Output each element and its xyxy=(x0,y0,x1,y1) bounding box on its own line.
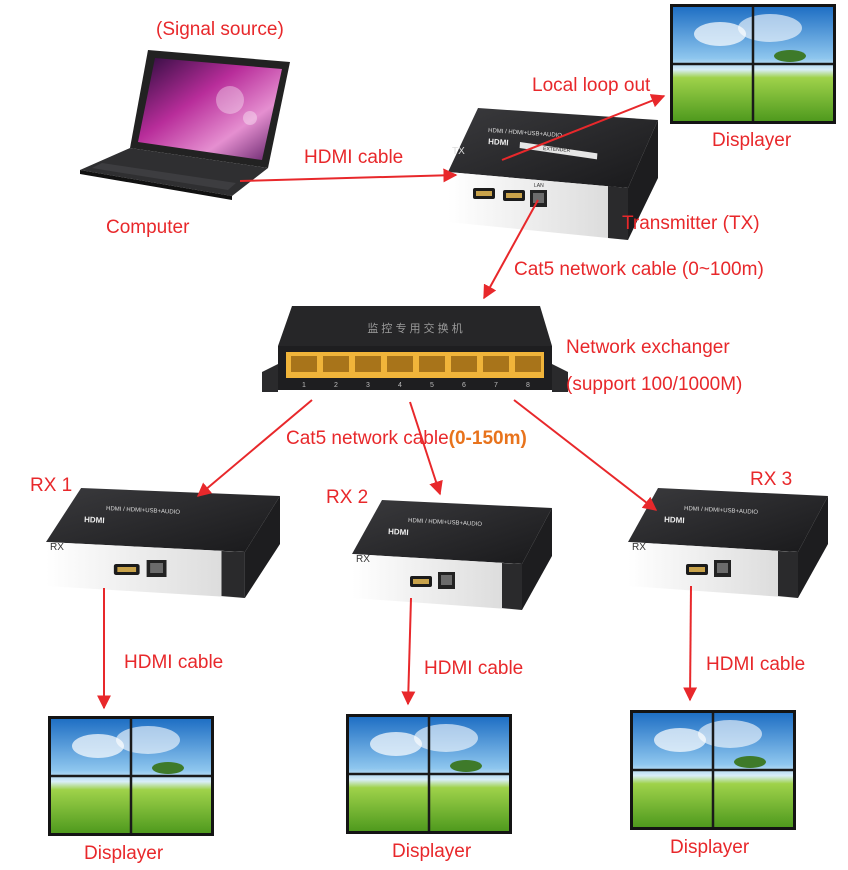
displayer-rx3-label: Displayer xyxy=(670,837,750,858)
cat5-top-label: Cat5 network cable (0~100m) xyxy=(514,259,764,280)
hdmi-cable-rx2-label: HDMI cable xyxy=(424,658,524,679)
rx1-hdmi-logo: HDMI xyxy=(84,515,105,525)
tx-extender-text: EXTENDER xyxy=(543,146,571,154)
rx2-label: RX 2 xyxy=(326,487,369,508)
rx3-hdmi-logo: HDMI xyxy=(664,515,685,525)
signal-source-label: (Signal source) xyxy=(156,19,284,40)
tx-lan-text: LAN xyxy=(534,183,544,189)
hdmi-cable-top-label: HDMI cable xyxy=(304,147,404,168)
network-exchanger-label: Network exchanger xyxy=(566,337,730,358)
switch-port-number: 8 xyxy=(526,382,530,389)
tx-header-text: HDMI / HDMI+USB+AUDIO xyxy=(488,128,563,139)
switch-port-number: 1 xyxy=(302,382,306,389)
displayer-rx2-label: Displayer xyxy=(392,841,472,862)
cat5-bottom-range: (0-150m) xyxy=(448,428,527,449)
receiver-rx3-device: RX HDMI / HDMI+USB+AUDIO HDMI xyxy=(628,488,828,598)
network-switch: 监 控 专 用 交 换 机 1 2 3 4 5 6 7 8 xyxy=(262,306,568,392)
hdmi-cable-rx1-label: HDMI cable xyxy=(124,652,224,673)
switch-label-text: 监 控 专 用 交 换 机 xyxy=(367,321,462,335)
rx2-hdmi-logo: HDMI xyxy=(388,527,409,537)
rx2-header-text: HDMI / HDMI+USB+AUDIO xyxy=(408,518,483,528)
rx3-badge-text: RX xyxy=(632,542,646,553)
arrow-switch-to-rx1 xyxy=(196,399,313,497)
rx1-label: RX 1 xyxy=(30,475,73,496)
cat5-bottom-label: Cat5 network cable(0-150m) xyxy=(286,429,527,448)
local-loop-out-label: Local loop out xyxy=(532,75,651,96)
hdmi-cable-rx3-label: HDMI cable xyxy=(706,654,806,675)
switch-port-number: 2 xyxy=(334,382,338,389)
transmitter-label: Transmitter (TX) xyxy=(622,213,760,234)
rx2-badge-text: RX xyxy=(356,554,370,565)
switch-port-number: 6 xyxy=(462,382,466,389)
arrow-switch-to-rx2 xyxy=(409,401,443,496)
arrow-rx2-to-displayer xyxy=(401,597,416,706)
computer-label: Computer xyxy=(106,217,190,238)
switch-port-number: 5 xyxy=(430,382,434,389)
arrow-switch-to-rx3 xyxy=(513,399,658,511)
displayer-rx2 xyxy=(344,712,514,836)
displayer-top-label: Displayer xyxy=(712,130,792,151)
tx-badge-text: TX xyxy=(452,146,465,157)
laptop-computer xyxy=(80,50,290,200)
rx3-label: RX 3 xyxy=(750,469,793,490)
displayer-rx1-label: Displayer xyxy=(84,843,164,864)
network-support-label: (support 100/1000M) xyxy=(566,374,743,395)
rx3-header-text: HDMI / HDMI+USB+AUDIO xyxy=(684,506,759,516)
arrow-rx3-to-displayer xyxy=(683,585,698,702)
receiver-rx1-device: RX HDMI / HDMI+USB+AUDIO HDMI xyxy=(46,488,280,598)
arrow-tx-to-switch xyxy=(483,199,539,300)
switch-port-number: 3 xyxy=(366,382,370,389)
displayer-rx3 xyxy=(628,708,798,832)
cat5-bottom-prefix: Cat5 network cable xyxy=(286,428,449,449)
rx1-badge-text: RX xyxy=(50,542,64,553)
rx1-header-text: HDMI / HDMI+USB+AUDIO xyxy=(106,506,181,516)
displayer-rx1 xyxy=(46,714,216,838)
tx-hdmi-logo: HDMI xyxy=(488,137,509,147)
transmitter-tx-device: TX HDMI / HDMI+USB+AUDIO HDMI EXTENDER L… xyxy=(448,108,658,240)
switch-port-number: 4 xyxy=(398,382,402,389)
receiver-rx2-device: RX HDMI / HDMI+USB+AUDIO HDMI xyxy=(352,500,552,610)
displayer-top xyxy=(668,2,838,126)
switch-port-number: 7 xyxy=(494,382,498,389)
arrow-computer-to-tx xyxy=(239,168,458,183)
arrow-tx-to-loop-displayer xyxy=(501,94,666,161)
